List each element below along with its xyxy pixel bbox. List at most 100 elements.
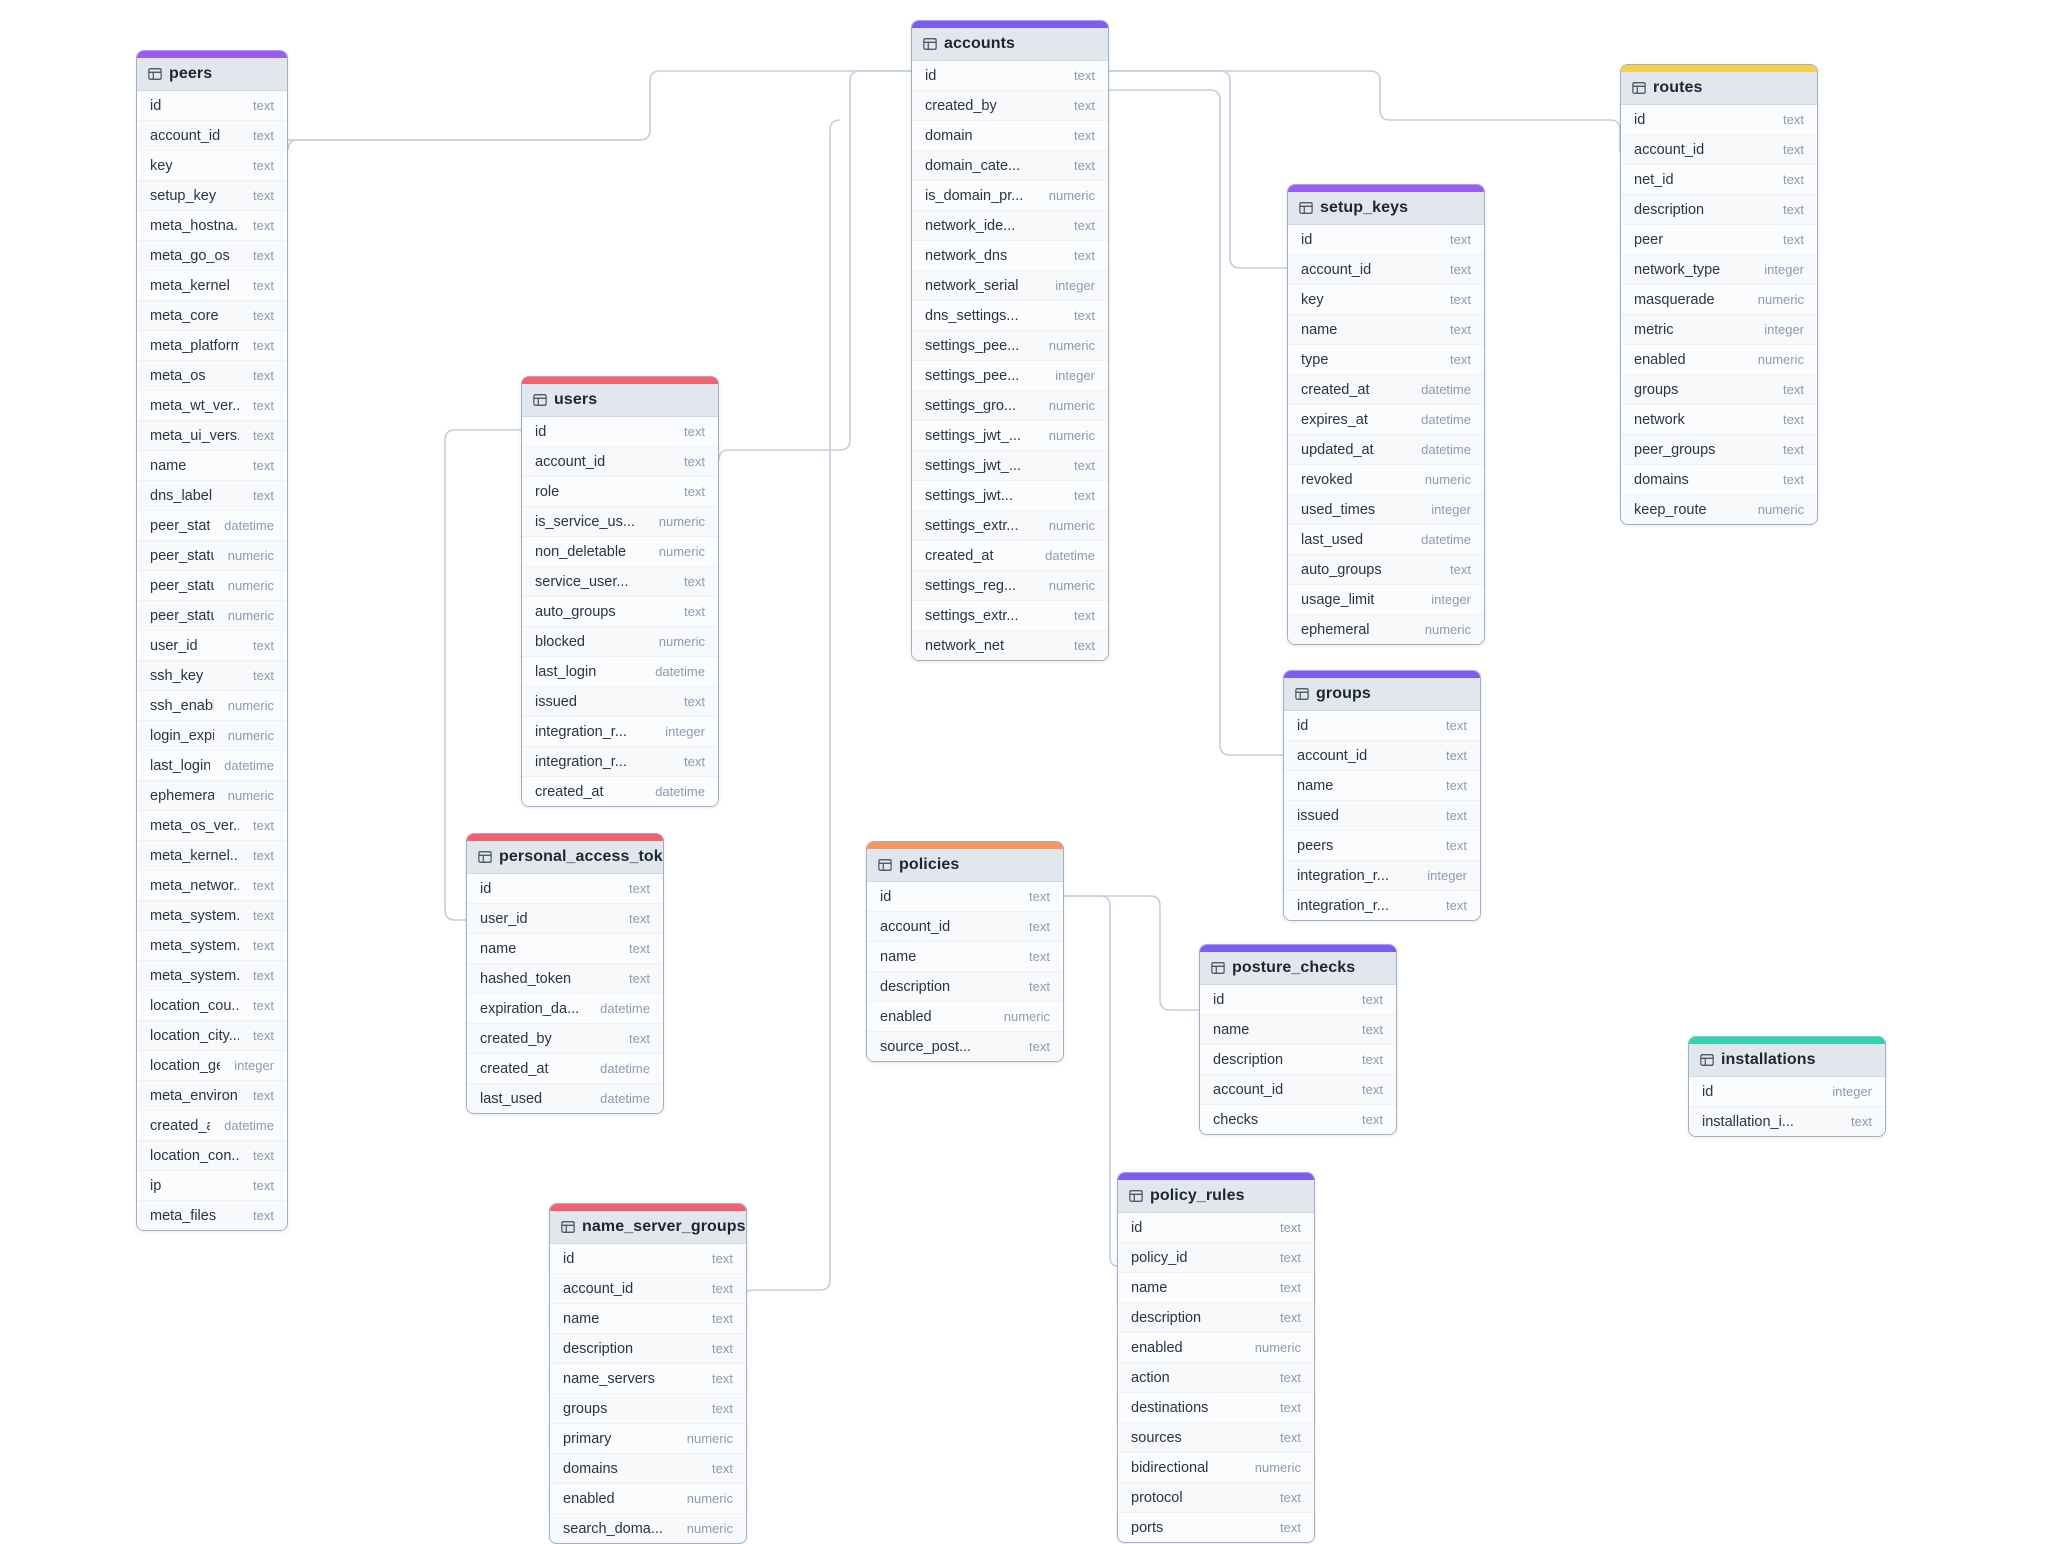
table-row-routes-7[interactable]: metric integer bbox=[1621, 315, 1817, 345]
table-row-policies-0[interactable]: id text bbox=[867, 882, 1063, 912]
table-row-routes-11[interactable]: peer_groups text bbox=[1621, 435, 1817, 465]
table-row-name_server_groups-6[interactable]: primary numeric bbox=[550, 1424, 746, 1454]
table-row-setup_keys-5[interactable]: created_at datetime bbox=[1288, 375, 1484, 405]
table-row-accounts-7[interactable]: network_serial integer bbox=[912, 271, 1108, 301]
table-row-policy_rules-6[interactable]: destinations text bbox=[1118, 1393, 1314, 1423]
table-row-policy_rules-9[interactable]: protocol text bbox=[1118, 1483, 1314, 1513]
table-row-routes-9[interactable]: groups text bbox=[1621, 375, 1817, 405]
table-row-peers-24[interactable]: meta_os_ver... text bbox=[137, 811, 287, 841]
table-row-accounts-13[interactable]: settings_jwt_... text bbox=[912, 451, 1108, 481]
table-node-setup_keys[interactable]: setup_keys id text account_id text key t… bbox=[1287, 184, 1485, 645]
table-row-personal_access_tokens-0[interactable]: id text bbox=[467, 874, 663, 904]
table-row-users-8[interactable]: last_login datetime bbox=[522, 657, 718, 687]
table-row-name_server_groups-2[interactable]: name text bbox=[550, 1304, 746, 1334]
table-row-setup_keys-2[interactable]: key text bbox=[1288, 285, 1484, 315]
table-row-policy_rules-1[interactable]: policy_id text bbox=[1118, 1243, 1314, 1273]
table-row-peers-30[interactable]: location_cou... text bbox=[137, 991, 287, 1021]
table-row-users-2[interactable]: role text bbox=[522, 477, 718, 507]
table-row-peers-28[interactable]: meta_system... text bbox=[137, 931, 287, 961]
table-row-accounts-8[interactable]: dns_settings... text bbox=[912, 301, 1108, 331]
table-row-routes-6[interactable]: masquerade numeric bbox=[1621, 285, 1817, 315]
table-row-name_server_groups-1[interactable]: account_id text bbox=[550, 1274, 746, 1304]
table-row-accounts-10[interactable]: settings_pee... integer bbox=[912, 361, 1108, 391]
table-row-peers-7[interactable]: meta_core text bbox=[137, 301, 287, 331]
table-row-name_server_groups-8[interactable]: enabled numeric bbox=[550, 1484, 746, 1514]
table-row-users-10[interactable]: integration_r... integer bbox=[522, 717, 718, 747]
table-row-accounts-16[interactable]: created_at datetime bbox=[912, 541, 1108, 571]
table-row-accounts-14[interactable]: settings_jwt... text bbox=[912, 481, 1108, 511]
table-row-policy_rules-10[interactable]: ports text bbox=[1118, 1513, 1314, 1542]
table-row-installations-1[interactable]: installation_i... text bbox=[1689, 1107, 1885, 1136]
table-row-peers-33[interactable]: meta_environ... text bbox=[137, 1081, 287, 1111]
table-row-routes-8[interactable]: enabled numeric bbox=[1621, 345, 1817, 375]
table-row-accounts-9[interactable]: settings_pee... numeric bbox=[912, 331, 1108, 361]
table-row-setup_keys-8[interactable]: revoked numeric bbox=[1288, 465, 1484, 495]
table-row-peers-10[interactable]: meta_wt_ver... text bbox=[137, 391, 287, 421]
table-header[interactable]: routes bbox=[1621, 72, 1817, 105]
table-header[interactable]: name_server_groups bbox=[550, 1211, 746, 1244]
table-node-personal_access_tokens[interactable]: personal_access_tokens id text user_id t… bbox=[466, 833, 664, 1114]
table-row-peers-35[interactable]: location_con... text bbox=[137, 1141, 287, 1171]
table-row-policies-4[interactable]: enabled numeric bbox=[867, 1002, 1063, 1032]
table-row-accounts-17[interactable]: settings_reg... numeric bbox=[912, 571, 1108, 601]
table-row-users-4[interactable]: non_deletable numeric bbox=[522, 537, 718, 567]
table-row-peers-37[interactable]: meta_files text bbox=[137, 1201, 287, 1230]
table-row-peers-22[interactable]: last_login datetime bbox=[137, 751, 287, 781]
table-row-peers-13[interactable]: dns_label text bbox=[137, 481, 287, 511]
table-row-name_server_groups-3[interactable]: description text bbox=[550, 1334, 746, 1364]
table-row-users-1[interactable]: account_id text bbox=[522, 447, 718, 477]
table-header[interactable]: peers bbox=[137, 58, 287, 91]
table-header[interactable]: personal_access_tokens bbox=[467, 841, 663, 874]
table-row-peers-20[interactable]: ssh_enabled numeric bbox=[137, 691, 287, 721]
table-node-posture_checks[interactable]: posture_checks id text name text descrip… bbox=[1199, 944, 1397, 1135]
table-row-peers-0[interactable]: id text bbox=[137, 91, 287, 121]
table-row-users-9[interactable]: issued text bbox=[522, 687, 718, 717]
table-header[interactable]: posture_checks bbox=[1200, 952, 1396, 985]
table-header[interactable]: setup_keys bbox=[1288, 192, 1484, 225]
table-row-routes-10[interactable]: network text bbox=[1621, 405, 1817, 435]
table-row-routes-3[interactable]: description text bbox=[1621, 195, 1817, 225]
table-row-setup_keys-7[interactable]: updated_at datetime bbox=[1288, 435, 1484, 465]
table-row-setup_keys-0[interactable]: id text bbox=[1288, 225, 1484, 255]
table-row-peers-18[interactable]: user_id text bbox=[137, 631, 287, 661]
table-row-setup_keys-6[interactable]: expires_at datetime bbox=[1288, 405, 1484, 435]
table-header[interactable]: policies bbox=[867, 849, 1063, 882]
table-row-setup_keys-4[interactable]: type text bbox=[1288, 345, 1484, 375]
table-row-name_server_groups-7[interactable]: domains text bbox=[550, 1454, 746, 1484]
table-row-name_server_groups-4[interactable]: name_servers text bbox=[550, 1364, 746, 1394]
table-row-peers-17[interactable]: peer_status_... numeric bbox=[137, 601, 287, 631]
table-row-peers-32[interactable]: location_geo... integer bbox=[137, 1051, 287, 1081]
table-row-name_server_groups-5[interactable]: groups text bbox=[550, 1394, 746, 1424]
table-row-peers-19[interactable]: ssh_key text bbox=[137, 661, 287, 691]
table-header[interactable]: installations bbox=[1689, 1044, 1885, 1077]
table-node-installations[interactable]: installations id integer installation_i.… bbox=[1688, 1036, 1886, 1137]
table-row-setup_keys-9[interactable]: used_times integer bbox=[1288, 495, 1484, 525]
table-row-setup_keys-10[interactable]: last_used datetime bbox=[1288, 525, 1484, 555]
table-node-users[interactable]: users id text account_id text role text … bbox=[521, 376, 719, 807]
table-row-accounts-3[interactable]: domain_cate... text bbox=[912, 151, 1108, 181]
table-node-policy_rules[interactable]: policy_rules id text policy_id text name… bbox=[1117, 1172, 1315, 1543]
table-row-peers-2[interactable]: key text bbox=[137, 151, 287, 181]
table-row-groups-1[interactable]: account_id text bbox=[1284, 741, 1480, 771]
table-row-policies-3[interactable]: description text bbox=[867, 972, 1063, 1002]
table-row-peers-5[interactable]: meta_go_os text bbox=[137, 241, 287, 271]
table-row-policy_rules-5[interactable]: action text bbox=[1118, 1363, 1314, 1393]
table-row-accounts-0[interactable]: id text bbox=[912, 61, 1108, 91]
table-row-accounts-19[interactable]: network_net text bbox=[912, 631, 1108, 660]
table-row-setup_keys-13[interactable]: ephemeral numeric bbox=[1288, 615, 1484, 644]
table-row-peers-21[interactable]: login_expirati... numeric bbox=[137, 721, 287, 751]
table-node-routes[interactable]: routes id text account_id text net_id te… bbox=[1620, 64, 1818, 525]
table-row-routes-13[interactable]: keep_route numeric bbox=[1621, 495, 1817, 524]
table-row-groups-5[interactable]: integration_r... integer bbox=[1284, 861, 1480, 891]
table-row-name_server_groups-0[interactable]: id text bbox=[550, 1244, 746, 1274]
table-row-policies-1[interactable]: account_id text bbox=[867, 912, 1063, 942]
table-row-accounts-15[interactable]: settings_extr... numeric bbox=[912, 511, 1108, 541]
table-row-personal_access_tokens-6[interactable]: created_at datetime bbox=[467, 1054, 663, 1084]
table-row-personal_access_tokens-1[interactable]: user_id text bbox=[467, 904, 663, 934]
table-row-accounts-2[interactable]: domain text bbox=[912, 121, 1108, 151]
table-row-setup_keys-3[interactable]: name text bbox=[1288, 315, 1484, 345]
table-row-users-11[interactable]: integration_r... text bbox=[522, 747, 718, 777]
table-row-policies-2[interactable]: name text bbox=[867, 942, 1063, 972]
table-row-posture_checks-2[interactable]: description text bbox=[1200, 1045, 1396, 1075]
table-row-accounts-5[interactable]: network_ide... text bbox=[912, 211, 1108, 241]
